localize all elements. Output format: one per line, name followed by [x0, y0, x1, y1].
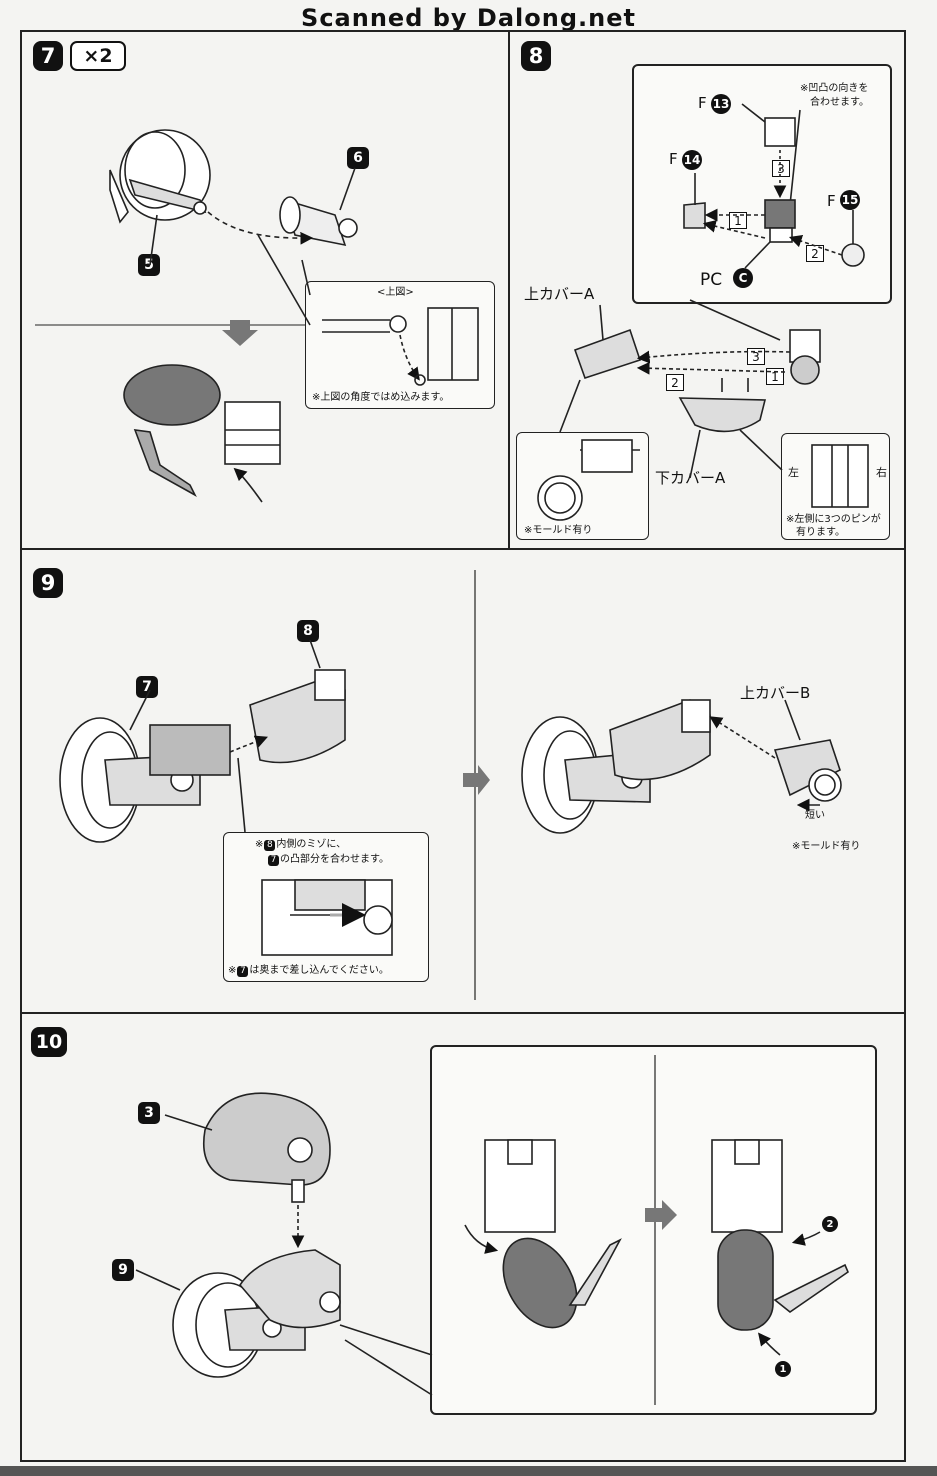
step10-ref-part9: 9 — [112, 1259, 134, 1281]
order-3-main: 3 — [747, 348, 765, 365]
order-1-main: 1 — [766, 368, 784, 385]
upper-cover-b-label: 上カバーB — [740, 684, 811, 702]
short-label: 短い — [805, 810, 825, 821]
lower-cover-a-label: 下カバーA — [655, 469, 726, 487]
step10-sub-2: 2 — [822, 1216, 838, 1232]
step7-multiplier: ×2 — [70, 41, 126, 71]
orient-note-line1: ※凹凸の向きを — [800, 83, 869, 94]
upper-cover-a-label: 上カバーA — [524, 285, 595, 303]
part-f14-label: F — [669, 150, 678, 168]
mold-note: ※モールド有り — [524, 525, 593, 536]
step7-number: 7 — [33, 41, 63, 71]
part-f13-number: 13 — [711, 94, 731, 114]
step7-inset-title: <上図> — [377, 287, 414, 298]
part-f13-label: F — [698, 94, 707, 112]
part-f15-number: 15 — [840, 190, 860, 210]
step9-panel — [20, 548, 906, 1014]
pin-note-line1: ※左側に3つのピンが — [786, 514, 881, 525]
step7-ref-part6: 6 — [347, 147, 369, 169]
pin-right-label: 右 — [876, 466, 887, 479]
step9-ref-part7: 7 — [136, 676, 158, 698]
order-3-inset: 3 — [772, 160, 790, 177]
part-f15-label: F — [827, 192, 836, 210]
inline-ref-7b: 7 — [237, 966, 249, 977]
bottom-edge-bar — [0, 1466, 937, 1476]
part-pc-number: C — [733, 268, 753, 288]
step10-number: 10 — [31, 1027, 67, 1057]
step8-number: 8 — [521, 41, 551, 71]
order-2-main: 2 — [666, 374, 684, 391]
step10-sub-1: 1 — [775, 1361, 791, 1377]
pin-note-line2: 有ります。 — [796, 527, 845, 538]
inline-ref-8: 8 — [264, 840, 276, 851]
step10-action-inset — [430, 1045, 877, 1415]
step7-inset-note: ※上図の角度ではめ込みます。 — [312, 392, 450, 403]
step7-ref-part5: 5 — [138, 254, 160, 276]
step7-angle-inset — [305, 281, 495, 409]
part-f14-number: 14 — [682, 150, 702, 170]
step9-ref-part8: 8 — [297, 620, 319, 642]
order-2-inset: 2 — [806, 245, 824, 262]
step10-ref-part3: 3 — [138, 1102, 160, 1124]
order-1-inset: 1 — [729, 212, 747, 229]
scan-credit: Scanned by Dalong.net — [301, 4, 636, 32]
orient-note-line2: 合わせます。 — [810, 97, 869, 108]
pin-left-label: 左 — [788, 466, 799, 479]
step10-panel — [20, 1012, 906, 1462]
step9-mold-note: ※モールド有り — [792, 841, 861, 852]
part-pc-label: PC — [700, 270, 723, 290]
step9-number: 9 — [33, 568, 63, 598]
inline-ref-7a: 7 — [268, 855, 279, 866]
